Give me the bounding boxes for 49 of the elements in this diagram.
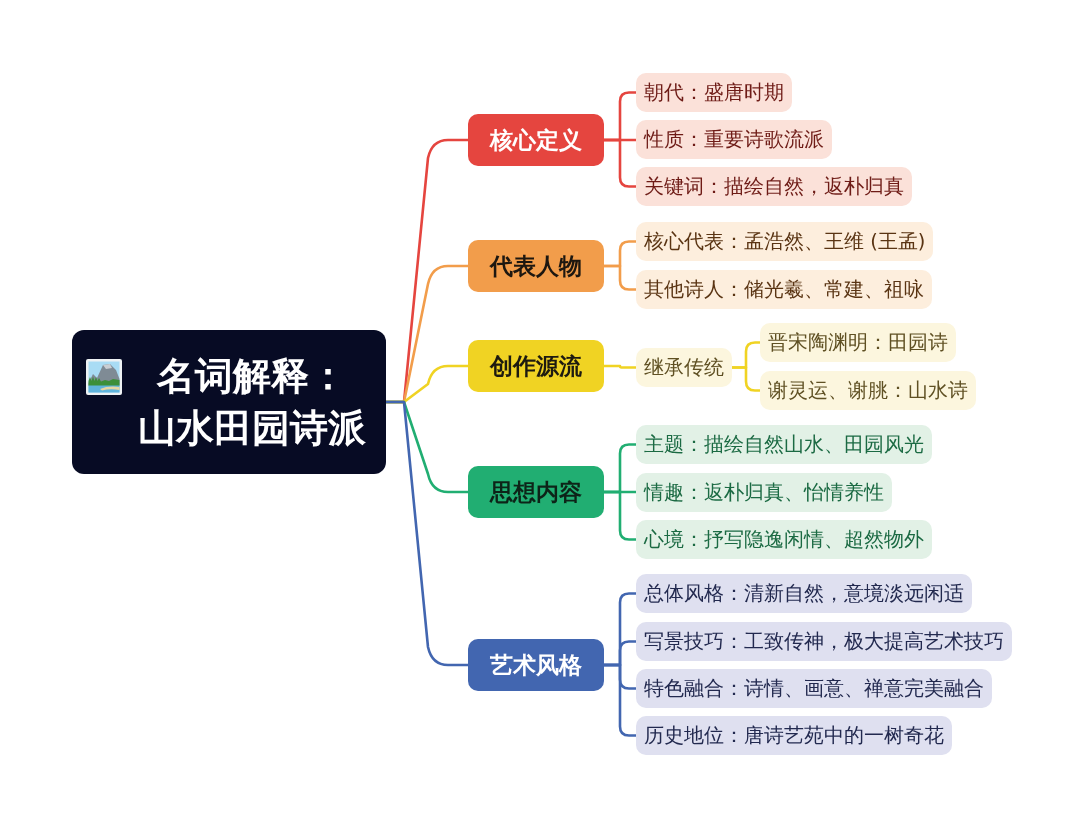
branch-topic-box <box>468 114 604 166</box>
subtopic-pill <box>636 716 952 755</box>
subtopic-pill <box>636 574 972 613</box>
subtopic-text: 继承传统 <box>644 354 724 381</box>
branch-topic-text: 代表人物 <box>490 252 582 281</box>
root-topic-box <box>72 330 386 474</box>
branch-topic-text: 创作源流 <box>490 352 582 381</box>
subtopic-pill <box>636 669 992 708</box>
subtopic-pill <box>636 120 832 159</box>
connector-line <box>730 366 762 392</box>
subtopic-text: 其他诗人：储光羲、常建、祖咏 <box>644 276 924 303</box>
subtopic-pill <box>636 473 892 512</box>
subtopic-pill <box>636 73 792 112</box>
subtopic-pill <box>636 270 932 309</box>
branch-topic-text: 思想内容 <box>490 478 582 507</box>
subtopic-pill <box>636 167 912 206</box>
subtopic-text: 朝代：盛唐时期 <box>644 79 784 106</box>
subtopic-text: 总体风格：清新自然，意境淡远闲适 <box>644 580 964 607</box>
branch-topic-box <box>468 340 604 392</box>
subtopic-text: 晋宋陶渊明：田园诗 <box>768 329 948 356</box>
connector-line <box>602 138 638 188</box>
subtopic-text: 心境：抒写隐逸闲情、超然物外 <box>644 526 924 553</box>
connector-line <box>602 663 638 737</box>
subtopic-text: 性质：重要诗歌流派 <box>644 126 824 153</box>
subtopic-text: 写景技巧：工致传神，极大提高艺术技巧 <box>644 628 1004 655</box>
connector-line <box>602 264 638 291</box>
subtopic-pill <box>760 323 956 362</box>
subtopic-text: 谢灵运、谢朓：山水诗 <box>768 377 968 404</box>
branch-topic-text: 艺术风格 <box>490 651 582 680</box>
branch-topic-box <box>468 240 604 292</box>
subtopic-text: 核心代表：孟浩然、王维 (王孟) <box>644 228 926 255</box>
subtopic-text: 历史地位：唐诗艺苑中的一树奇花 <box>644 722 944 749</box>
subtopic-pill <box>636 520 932 559</box>
subtopic-pill <box>636 222 934 261</box>
connector-line <box>602 490 638 541</box>
connector-line <box>602 364 638 369</box>
subtopic-text: 情趣：返朴归真、怡情养性 <box>644 479 884 506</box>
subtopic-pill <box>636 425 932 464</box>
subtopic-pill <box>760 371 976 410</box>
subtopic-pill <box>636 348 732 387</box>
branch-topic-box <box>468 639 604 691</box>
branch-line <box>384 400 470 667</box>
root-topic-text: 名词解释：山水田园诗派 <box>137 353 367 452</box>
branch-topic-box <box>468 466 604 518</box>
subtopic-text: 主题：描绘自然山水、田园风光 <box>644 431 924 458</box>
branch-topic-text: 核心定义 <box>490 126 582 155</box>
subtopic-text: 特色融合：诗情、画意、禅意完美融合 <box>644 675 984 702</box>
subtopic-pill <box>636 622 1012 661</box>
subtopic-text: 关键词：描绘自然，返朴归真 <box>644 173 904 200</box>
